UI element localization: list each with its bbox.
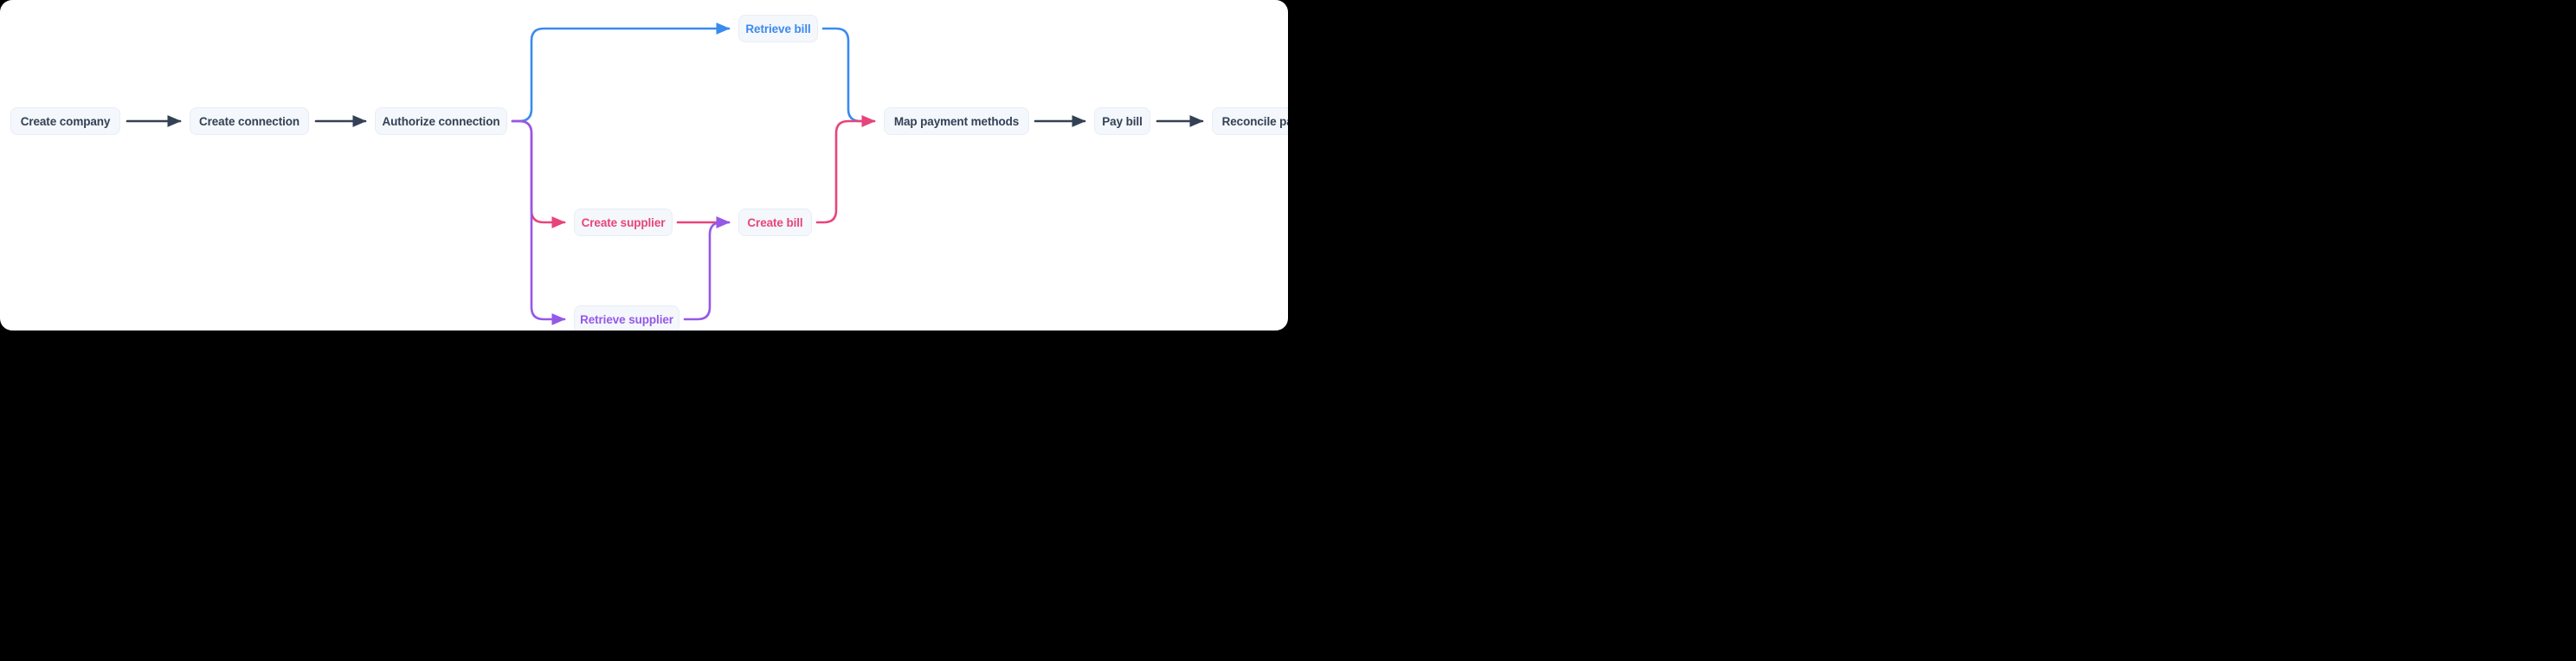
node-create-bill[interactable]: Create bill <box>738 209 812 236</box>
node-create-company[interactable]: Create company <box>10 107 120 135</box>
node-pay-bill[interactable]: Pay bill <box>1094 107 1150 135</box>
node-authorize-connection[interactable]: Authorize connection <box>375 107 507 135</box>
edge-create-bill-to-map-payment-methods <box>815 115 876 224</box>
edge-authorize-connection-to-retrieve-supplier <box>511 119 566 325</box>
node-retrieve-supplier[interactable]: Retrieve supplier <box>574 305 679 330</box>
node-create-connection[interactable]: Create connection <box>190 107 309 135</box>
edge-layer <box>126 22 1204 325</box>
node-create-supplier[interactable]: Create supplier <box>574 209 673 236</box>
edge-retrieve-bill-to-map-payment-methods <box>821 27 876 127</box>
node-reconcile-payments[interactable]: Reconcile payments <box>1212 107 1288 135</box>
node-map-payment-methods[interactable]: Map payment methods <box>884 107 1029 135</box>
edge-authorize-connection-to-retrieve-bill <box>511 22 731 123</box>
node-retrieve-bill[interactable]: Retrieve bill <box>738 15 818 42</box>
diagram-canvas: Create company Create connection Authori… <box>0 0 1288 330</box>
edge-retrieve-supplier-to-create-bill <box>683 216 731 321</box>
edge-authorize-connection-to-create-supplier <box>511 119 566 228</box>
